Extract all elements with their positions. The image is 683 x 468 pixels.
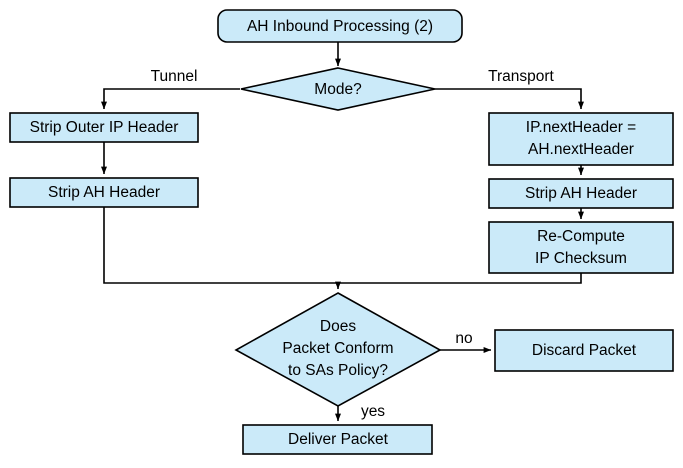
node-strip-outer-ip-header[interactable]: Strip Outer IP Header <box>9 112 199 143</box>
node-policy-decision-shape <box>234 292 442 407</box>
node-discard-packet-label: Discard Packet <box>532 342 637 359</box>
node-recompute-checksum-label-line1: Re-Compute <box>537 228 625 245</box>
node-set-next-header[interactable]: IP.nextHeader = AH.nextHeader <box>488 112 674 166</box>
node-deliver-packet-shape <box>242 424 433 455</box>
connector-mode-tunnel <box>101 88 240 110</box>
node-start-label: AH Inbound Processing (2) <box>247 18 433 35</box>
node-recompute-checksum[interactable]: Re-Compute IP Checksum <box>488 221 674 274</box>
node-set-next-header-label-line2: AH.nextHeader <box>528 141 634 158</box>
node-strip-ah-header-transport[interactable]: Strip AH Header <box>488 178 674 209</box>
connector-tunnel-merge-to-policy <box>103 206 342 290</box>
node-discard-packet-shape <box>494 329 674 372</box>
edge-label-yes: yes <box>361 403 385 420</box>
connector-transport-merge <box>338 272 582 284</box>
node-deliver-packet[interactable]: Deliver Packet <box>242 424 433 455</box>
node-policy-decision-label-line1: Does <box>320 318 356 335</box>
node-strip-ah-header-tunnel-shape <box>9 177 199 208</box>
connector-mode-transport <box>435 88 585 110</box>
node-strip-outer-ip-header-label: Strip Outer IP Header <box>30 119 179 136</box>
edge-label-transport: Transport <box>488 68 554 85</box>
node-start-shape <box>217 9 463 43</box>
node-strip-ah-header-transport-label: Strip AH Header <box>525 185 637 202</box>
edge-label-tunnel: Tunnel <box>151 68 198 85</box>
node-strip-ah-header-tunnel-label: Strip AH Header <box>48 184 160 201</box>
node-strip-ah-header-tunnel[interactable]: Strip AH Header <box>9 177 199 208</box>
edge-label-no: no <box>455 330 472 347</box>
node-discard-packet[interactable]: Discard Packet <box>494 329 674 372</box>
node-set-next-header-label-line1: IP.nextHeader = <box>526 119 636 136</box>
node-start[interactable]: AH Inbound Processing (2) <box>217 9 463 43</box>
node-strip-ah-header-transport-shape <box>488 178 674 209</box>
node-policy-decision-label-line3: to SAs Policy? <box>288 362 388 379</box>
node-strip-outer-ip-header-shape <box>9 112 199 143</box>
node-set-next-header-shape <box>488 112 674 166</box>
node-mode-decision[interactable]: Mode? <box>240 67 436 111</box>
node-policy-decision-label-line2: Packet Conform <box>282 340 393 357</box>
node-deliver-packet-label: Deliver Packet <box>288 431 389 448</box>
node-mode-decision-label: Mode? <box>314 81 362 98</box>
node-recompute-checksum-label-line2: IP Checksum <box>535 250 627 267</box>
node-policy-decision[interactable]: Does Packet Conform to SAs Policy? <box>234 292 442 407</box>
node-recompute-checksum-shape <box>488 221 674 274</box>
node-mode-decision-shape <box>240 67 436 111</box>
